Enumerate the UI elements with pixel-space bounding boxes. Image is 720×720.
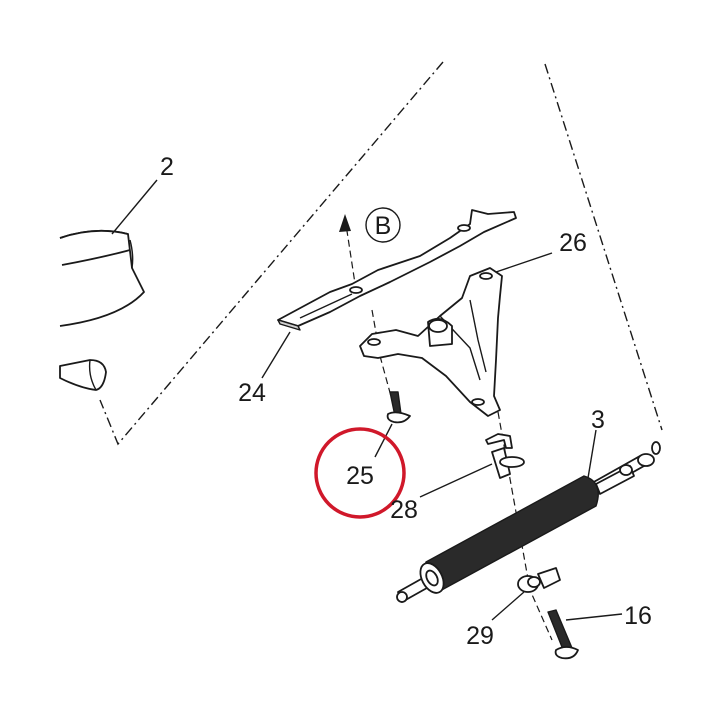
direction-arrow-b	[339, 214, 351, 232]
part-2-housing	[59, 229, 145, 391]
assembly-boundary-lines	[99, 61, 663, 446]
part-3-roller	[396, 441, 661, 603]
label-part-16: 16	[624, 602, 652, 630]
part-16-screw	[547, 609, 579, 660]
label-part-3: 3	[591, 406, 605, 434]
label-part-29: 29	[466, 622, 494, 650]
part-25-bolt	[386, 391, 411, 424]
part-26-support	[359, 267, 503, 417]
label-part-28: 28	[390, 496, 418, 524]
callout-b-circle	[365, 207, 401, 243]
label-part-25: 25	[346, 462, 374, 490]
label-part-24: 24	[238, 379, 266, 407]
label-part-2: 2	[160, 153, 174, 181]
part-28-clip	[485, 433, 525, 479]
label-part-26: 26	[559, 229, 587, 257]
part-29-fitting	[517, 567, 561, 593]
bolt-25-axis	[344, 217, 393, 401]
part-24-bracket	[277, 209, 517, 331]
leader-lines	[111, 179, 623, 621]
label-part-b: B	[375, 212, 392, 240]
highlight-circle	[314, 427, 406, 519]
